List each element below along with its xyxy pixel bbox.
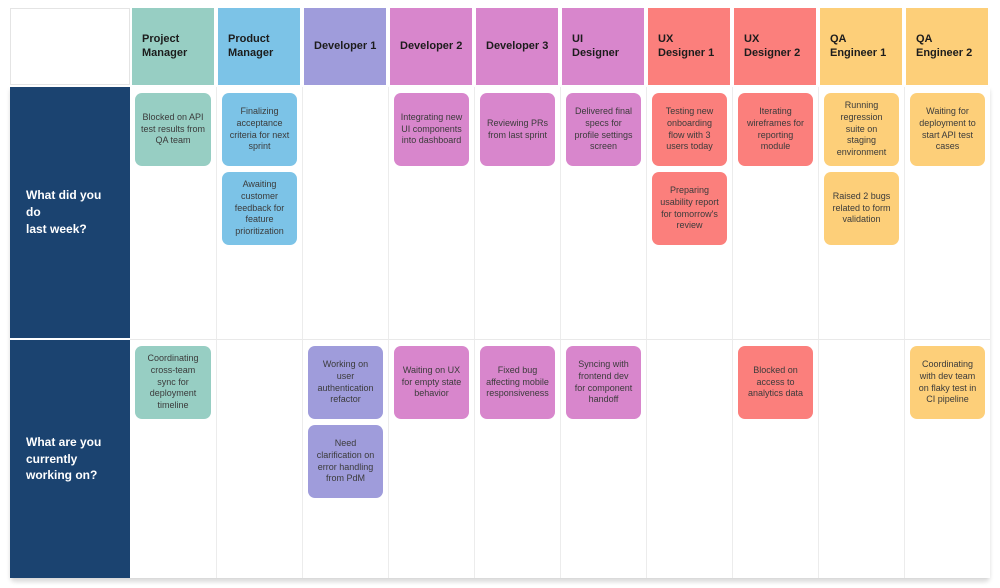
- sticky-card[interactable]: Preparing usability report for tomorrow'…: [652, 172, 727, 245]
- board-cell: [216, 340, 302, 578]
- board-cell: Finalizing acceptance criteria for next …: [216, 87, 302, 340]
- sticky-card[interactable]: Delivered final specs for profile settin…: [566, 93, 641, 166]
- sticky-card[interactable]: Blocked on API test results from QA team: [135, 93, 211, 166]
- board-cell: Coordinating cross-team sync for deploym…: [130, 340, 216, 578]
- board-cell: Reviewing PRs from last sprint: [474, 87, 560, 340]
- column-header-ui-designer: UI Designer: [562, 8, 644, 85]
- board-cell: Fixed bug affecting mobile responsivenes…: [474, 340, 560, 578]
- board-cell: Waiting on UX for empty state behavior: [388, 340, 474, 578]
- column-header-developer-2: Developer 2: [390, 8, 472, 85]
- corner-cell: [10, 8, 130, 85]
- board-cell: Integrating new UI components into dashb…: [388, 87, 474, 340]
- board-cell: Waiting for deployment to start API test…: [904, 87, 990, 340]
- row-question-1: What did you do last week?: [10, 87, 130, 340]
- board-cell: [302, 87, 388, 340]
- sticky-card[interactable]: Reviewing PRs from last sprint: [480, 93, 555, 166]
- column-header-product-manager: Product Manager: [218, 8, 300, 85]
- sticky-card[interactable]: Integrating new UI components into dashb…: [394, 93, 469, 166]
- sticky-card[interactable]: Fixed bug affecting mobile responsivenes…: [480, 346, 555, 419]
- board-cell: Iterating wireframes for reporting modul…: [732, 87, 818, 340]
- sticky-card[interactable]: Syncing with frontend dev for component …: [566, 346, 641, 419]
- column-header-ux-designer-1: UX Designer 1: [648, 8, 730, 85]
- board-cell: Blocked on access to analytics data: [732, 340, 818, 578]
- sticky-card[interactable]: Iterating wireframes for reporting modul…: [738, 93, 813, 166]
- sticky-card[interactable]: Finalizing acceptance criteria for next …: [222, 93, 297, 166]
- board-cell: Running regression suite on staging envi…: [818, 87, 904, 340]
- sticky-card[interactable]: Awaiting customer feedback for feature p…: [222, 172, 297, 245]
- sticky-card[interactable]: Raised 2 bugs related to form validation: [824, 172, 899, 245]
- sticky-card[interactable]: Waiting for deployment to start API test…: [910, 93, 985, 166]
- sticky-card[interactable]: Waiting on UX for empty state behavior: [394, 346, 469, 419]
- board-row-1: What did you do last week?Blocked on API…: [10, 87, 990, 340]
- board-cell: Testing new onboarding flow with 3 users…: [646, 87, 732, 340]
- sticky-card[interactable]: Need clarification on error handling fro…: [308, 425, 383, 498]
- column-header-developer-1: Developer 1: [304, 8, 386, 85]
- board-body: What did you do last week?Blocked on API…: [10, 87, 990, 579]
- column-header-ux-designer-2: UX Designer 2: [734, 8, 816, 85]
- sticky-card[interactable]: Testing new onboarding flow with 3 users…: [652, 93, 727, 166]
- board-cell: Blocked on API test results from QA team: [130, 87, 216, 340]
- column-header-project-manager: Project Manager: [132, 8, 214, 85]
- board-cell: [818, 340, 904, 578]
- row-question-2: What are you currently working on?: [10, 340, 130, 578]
- column-header-developer-3: Developer 3: [476, 8, 558, 85]
- sticky-card[interactable]: Blocked on access to analytics data: [738, 346, 813, 419]
- board-cell: Coordinating with dev team on flaky test…: [904, 340, 990, 578]
- sticky-card[interactable]: Running regression suite on staging envi…: [824, 93, 899, 166]
- sticky-card[interactable]: Coordinating with dev team on flaky test…: [910, 346, 985, 419]
- sticky-card[interactable]: Working on user authentication refactor: [308, 346, 383, 419]
- board-cell: Delivered final specs for profile settin…: [560, 87, 646, 340]
- column-header-qa-engineer-1: QA Engineer 1: [820, 8, 902, 85]
- board-row-2: What are you currently working on?Coordi…: [10, 340, 990, 578]
- column-header-qa-engineer-2: QA Engineer 2: [906, 8, 988, 85]
- sticky-card[interactable]: Coordinating cross-team sync for deploym…: [135, 346, 211, 419]
- board-cell: Syncing with frontend dev for component …: [560, 340, 646, 578]
- board-cell: [646, 340, 732, 578]
